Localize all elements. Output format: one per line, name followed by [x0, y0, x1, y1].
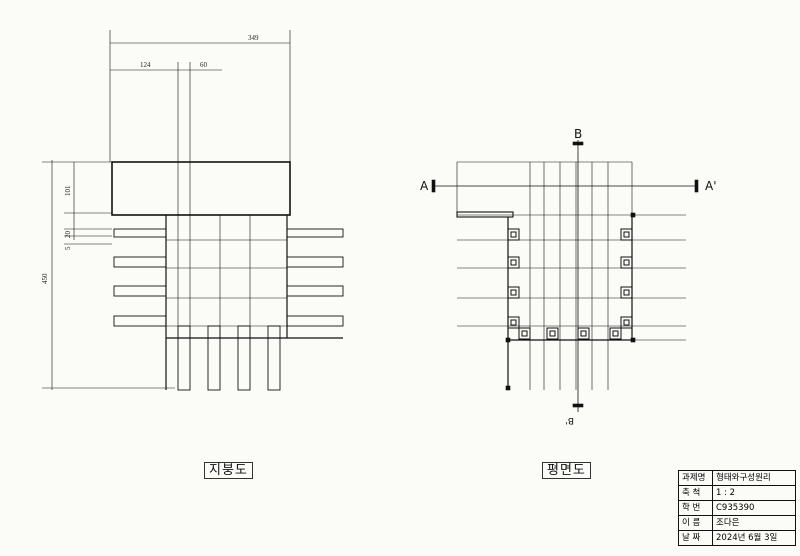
title-block-key: 과제명: [679, 471, 713, 485]
section-b-bottom-marker: [572, 403, 584, 408]
dim-total-width: 349: [248, 34, 259, 42]
title-block-row-project: 과제명 형태와구성원리: [679, 471, 795, 486]
section-a-right-marker: [694, 179, 699, 193]
roof-right-slats: [286, 228, 344, 327]
top-dimension-lines: [109, 30, 291, 215]
dim-roof-depth: 101: [64, 185, 72, 196]
title-block-row-student-id: 학 번 C935390: [679, 501, 795, 516]
plan-columns: [507, 228, 633, 340]
title-block-row-date: 날 짜 2024년 6월 3일: [679, 531, 795, 545]
left-dimension-lines: [42, 160, 175, 390]
dim-width-a: 124: [140, 61, 151, 69]
roof-bottom-posts: [177, 325, 281, 391]
dim-slat-height: 20: [64, 231, 72, 239]
floor-plan-drawing: [431, 140, 699, 412]
plan-slab-edge: [456, 211, 514, 218]
roof-left-slats: [113, 228, 167, 327]
title-block-row-scale: 축 척 1 : 2: [679, 486, 795, 501]
title-block-key: 축 척: [679, 486, 713, 500]
title-block-value: 형태와구성원리: [716, 473, 771, 483]
floor-plan-caption-text: 평면도: [542, 462, 591, 479]
roof-plan-caption: 지붕도: [204, 459, 253, 479]
title-block-row-name: 이 름 조다은: [679, 516, 795, 531]
section-b-top-marker: [572, 141, 584, 146]
section-a-left-marker: [431, 179, 436, 193]
section-mark-a-left: A: [420, 179, 429, 193]
roof-plan-caption-text: 지붕도: [204, 462, 253, 479]
title-block-key: 날 짜: [679, 531, 713, 545]
section-mark-a-right: A': [705, 179, 717, 193]
roof-plan-drawing: [42, 30, 344, 391]
title-block-value: 1 : 2: [716, 488, 736, 498]
roof-slab: [111, 161, 291, 216]
title-block: 과제명 형태와구성원리 축 척 1 : 2 학 번 C935390 이 름 조다…: [678, 470, 796, 546]
title-block-value: C935390: [716, 503, 755, 513]
section-mark-b-bottom: B': [565, 415, 574, 425]
plan-corner-dots: [505, 212, 636, 391]
title-block-key: 학 번: [679, 501, 713, 515]
title-block-key: 이 름: [679, 516, 713, 530]
title-block-value: 2024년 6월 3일: [716, 533, 778, 543]
dim-total-height: 450: [41, 273, 49, 284]
floor-plan-caption: 평면도: [542, 459, 591, 479]
plan-grid-horizontals: [457, 161, 686, 341]
title-block-value: 조다은: [716, 518, 740, 528]
dim-slat-gap: 5: [64, 246, 72, 250]
roof-grid-verticals: [177, 215, 251, 338]
section-mark-b-top: B: [574, 127, 582, 141]
dim-width-b: 60: [200, 61, 208, 69]
